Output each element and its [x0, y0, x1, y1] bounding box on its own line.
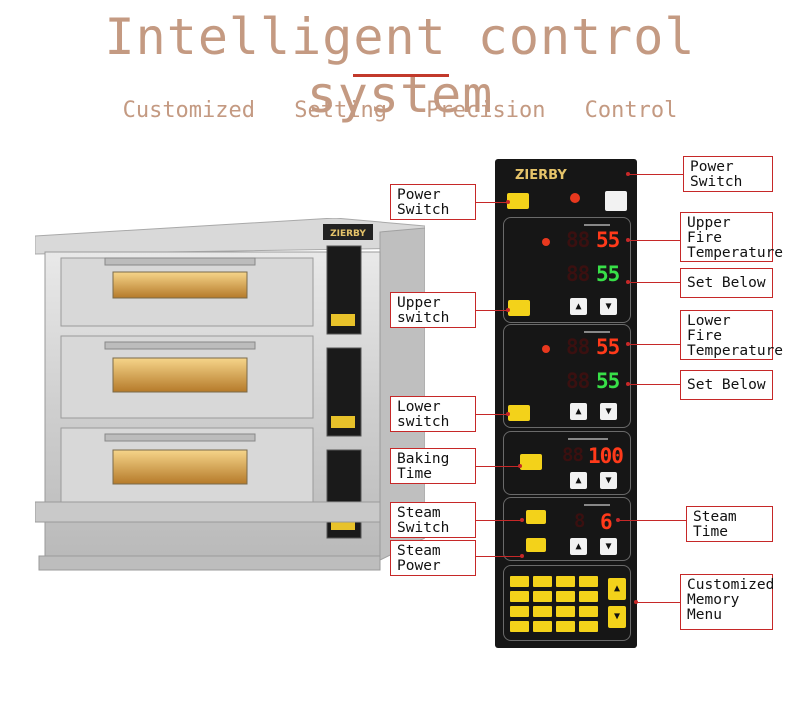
callout-steam-switch: Steam Switch [390, 502, 476, 538]
lower-set-display: 55 [596, 369, 620, 393]
memory-key[interactable] [533, 621, 552, 632]
callout-steam-time: Steam Time [686, 506, 773, 542]
baking-time-button[interactable] [520, 454, 542, 470]
upper-switch-button[interactable] [508, 300, 530, 316]
upper-temp-display: 55 [596, 228, 620, 252]
upper-temp-dim: 88 [566, 228, 590, 252]
memory-key[interactable] [510, 606, 529, 617]
power-indicator-icon [570, 193, 580, 203]
steam-time-dim: 8 [574, 510, 585, 532]
memory-key[interactable] [533, 591, 552, 602]
callout-customized-memory-menu: Customized Memory Menu [680, 574, 774, 630]
baking-time-section: 88 100 ▲ ▼ [503, 431, 631, 495]
memory-key[interactable] [579, 621, 598, 632]
memory-menu-section: ▲ ▼ [503, 565, 631, 641]
brand-logo: ZIERBY [515, 168, 567, 183]
baking-down-button[interactable]: ▼ [600, 472, 617, 489]
steam-switch-button[interactable] [526, 510, 546, 524]
lower-temp-dim: 88 [566, 335, 590, 359]
memory-key[interactable] [556, 576, 575, 587]
memory-up-button[interactable]: ▲ [608, 578, 626, 600]
lower-down-button[interactable]: ▼ [600, 403, 617, 420]
memory-key[interactable] [579, 606, 598, 617]
steam-time-display: 6 [600, 510, 613, 534]
page-title: Intelligent control system [104, 8, 696, 124]
memory-key[interactable] [556, 591, 575, 602]
callout-set-below-upper: Set Below [680, 268, 773, 298]
memory-key[interactable] [556, 621, 575, 632]
memory-key[interactable] [533, 606, 552, 617]
main-power-switch[interactable] [605, 191, 627, 211]
memory-keypad [510, 576, 602, 634]
callout-power-switch-left: Power Switch [390, 184, 476, 220]
page-subtitle: Customized Setting Precision Control [122, 98, 678, 123]
upper-fire-section: 88 55 88 55 ▲ ▼ [503, 217, 631, 323]
control-panel: ZIERBY 88 55 88 55 ▲ ▼ 88 55 88 55 ▲ ▼ 8… [495, 159, 637, 648]
upper-led-icon [542, 238, 550, 246]
lower-led-icon [542, 345, 550, 353]
callout-steam-power: Steam Power [390, 540, 476, 576]
callout-upper-switch: Upper switch [390, 292, 476, 328]
callout-upper-fire-temperature: Upper Fire Temperature [680, 212, 783, 262]
callout-power-switch-right: Power Switch [683, 156, 773, 192]
memory-down-button[interactable]: ▼ [608, 606, 626, 628]
power-button[interactable] [507, 193, 529, 209]
steam-up-button[interactable]: ▲ [570, 538, 587, 555]
oven-image: ZIERBY [35, 218, 425, 571]
memory-key[interactable] [556, 606, 575, 617]
upper-set-dim: 88 [566, 262, 590, 286]
lower-switch-button[interactable] [508, 405, 530, 421]
callout-lower-fire-temperature: Lower Fire Temperature [680, 310, 783, 360]
memory-key[interactable] [579, 576, 598, 587]
memory-key[interactable] [510, 576, 529, 587]
lower-temp-display: 55 [596, 335, 620, 359]
title-underline [353, 74, 449, 77]
oven-brand-logo: ZIERBY [330, 229, 366, 239]
callout-baking-time: Baking Time [390, 448, 476, 484]
lower-up-button[interactable]: ▲ [570, 403, 587, 420]
memory-key[interactable] [510, 591, 529, 602]
upper-down-button[interactable]: ▼ [600, 298, 617, 315]
memory-key[interactable] [579, 591, 598, 602]
callout-lower-switch: Lower switch [390, 396, 476, 432]
upper-set-display: 55 [596, 262, 620, 286]
steam-power-button[interactable] [526, 538, 546, 552]
upper-up-button[interactable]: ▲ [570, 298, 587, 315]
memory-key[interactable] [510, 621, 529, 632]
baking-time-dim: 88 [562, 444, 584, 466]
baking-up-button[interactable]: ▲ [570, 472, 587, 489]
baking-time-display: 100 [588, 444, 624, 468]
lower-set-dim: 88 [566, 369, 590, 393]
callout-set-below-lower: Set Below [680, 370, 773, 400]
steam-down-button[interactable]: ▼ [600, 538, 617, 555]
steam-section: 8 6 ▲ ▼ [503, 497, 631, 561]
memory-key[interactable] [533, 576, 552, 587]
lower-fire-section: 88 55 88 55 ▲ ▼ [503, 324, 631, 428]
